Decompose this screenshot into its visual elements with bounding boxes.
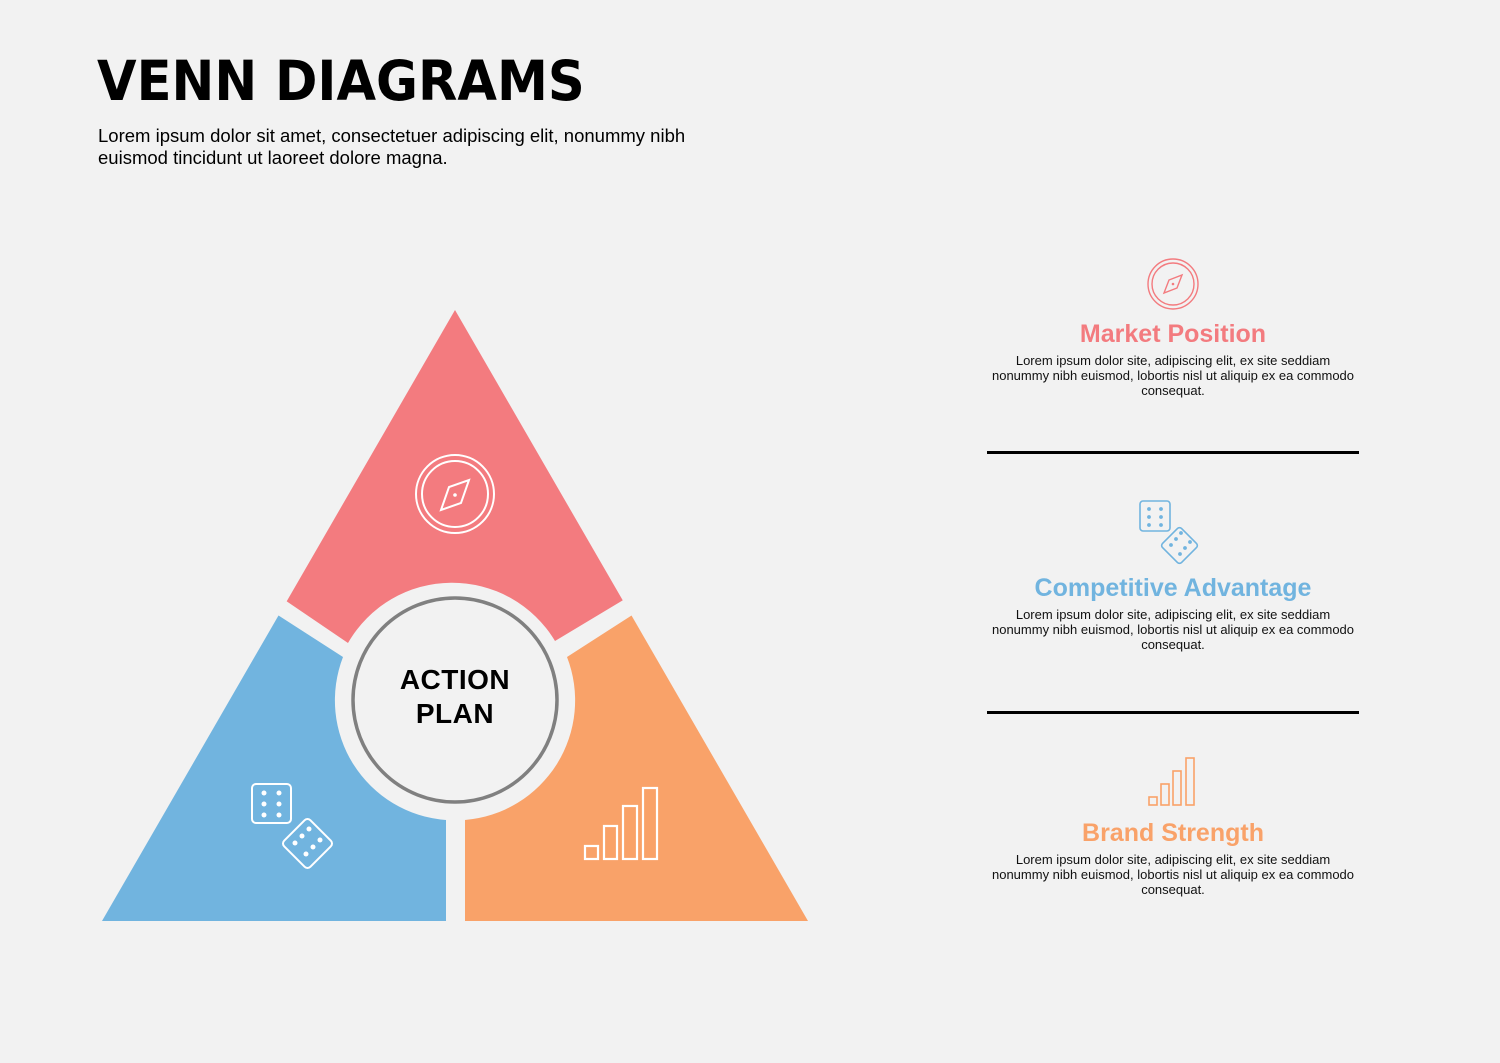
bar-chart-icon xyxy=(583,786,659,861)
center-label-line1: ACTION xyxy=(399,664,511,695)
panel-competitive-advantage: Competitive Advantage Lorem ipsum dolor … xyxy=(990,499,1356,652)
dice-icon xyxy=(251,783,334,870)
panel-body: Lorem ipsum dolor site, adipiscing elit,… xyxy=(991,852,1355,897)
panel-body: Lorem ipsum dolor site, adipiscing elit,… xyxy=(991,353,1355,398)
divider xyxy=(987,451,1359,454)
divider xyxy=(987,711,1359,714)
panel-market-position: Market Position Lorem ipsum dolor site, … xyxy=(990,257,1356,398)
bar-chart-icon xyxy=(1148,757,1195,806)
panel-body: Lorem ipsum dolor site, adipiscing elit,… xyxy=(991,607,1355,652)
compass-icon xyxy=(415,454,495,534)
segment-market-position[interactable] xyxy=(270,250,640,643)
panel-title: Brand Strength xyxy=(1082,819,1264,847)
panel-brand-strength: Brand Strength Lorem ipsum dolor site, a… xyxy=(990,756,1356,897)
dice-icon xyxy=(1139,500,1199,565)
page-title: VENN DIAGRAMS xyxy=(97,49,585,113)
center-circle xyxy=(351,596,559,804)
center-label-line2: PLAN xyxy=(415,698,495,729)
panel-title: Competitive Advantage xyxy=(1034,574,1312,602)
compass-icon xyxy=(1147,258,1199,310)
panel-title: Market Position xyxy=(1079,320,1267,348)
page-subtitle: Lorem ipsum dolor sit amet, consectetuer… xyxy=(98,125,686,168)
center-label: ACTION PLAN xyxy=(355,663,555,731)
